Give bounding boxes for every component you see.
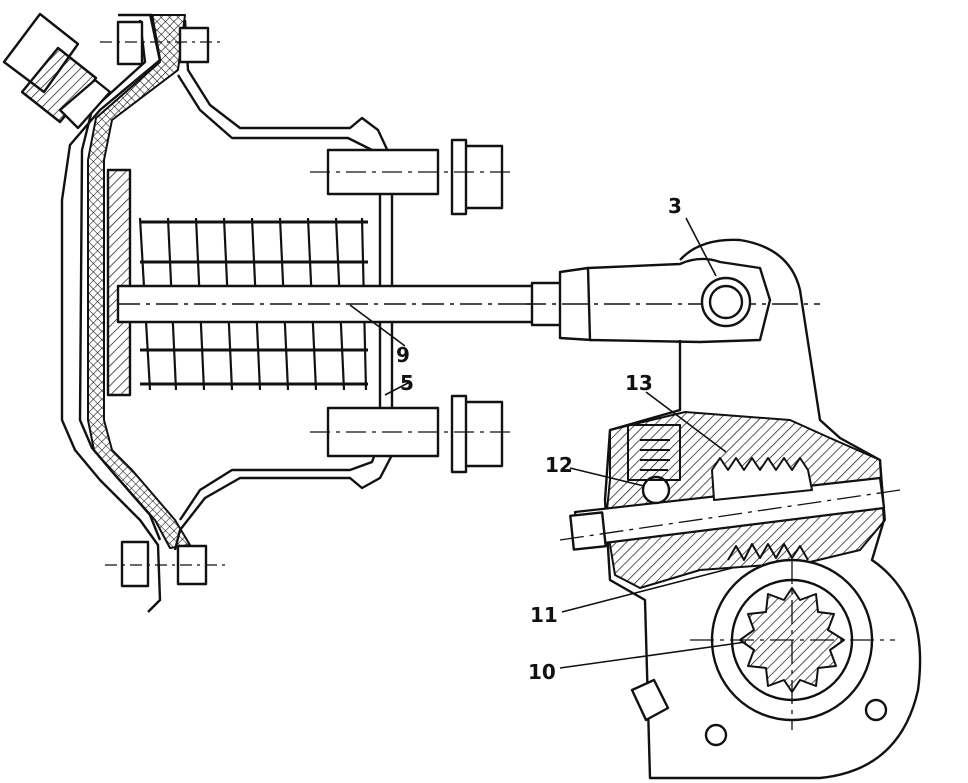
- spring-coils: [140, 220, 368, 386]
- worm: [711, 457, 813, 501]
- callout-12: 12: [545, 453, 573, 477]
- mounting-stud-top: [310, 138, 515, 216]
- push-plate: [106, 168, 132, 397]
- callout-9: 9: [396, 343, 410, 367]
- clamp-bolt-top: [100, 20, 225, 66]
- mounting-stud-bottom: [310, 394, 515, 474]
- shaft-square-end: [569, 511, 607, 551]
- detent-ball: [641, 475, 671, 505]
- callout-13: 13: [625, 371, 653, 395]
- air-inlet-fitting: [2, 12, 112, 130]
- detent-spring: [627, 424, 681, 481]
- lever-arm: [603, 238, 922, 780]
- worm-gear-teeth: [727, 543, 809, 561]
- callout-10: 10: [528, 660, 556, 684]
- slack-adjuster: [559, 238, 922, 780]
- clamp-bolt-bottom: [105, 540, 225, 588]
- grease-fitting: [630, 678, 670, 722]
- rivet-hole-2: [864, 698, 888, 722]
- callout-3: 3: [668, 194, 682, 218]
- leader-lines: [349, 217, 747, 669]
- callout-5: 5: [400, 371, 414, 395]
- clevis: [520, 257, 820, 344]
- rivet-hole-1: [704, 723, 728, 747]
- brake-chamber: [2, 12, 820, 613]
- push-rod: [116, 284, 540, 324]
- callout-11: 11: [530, 603, 558, 627]
